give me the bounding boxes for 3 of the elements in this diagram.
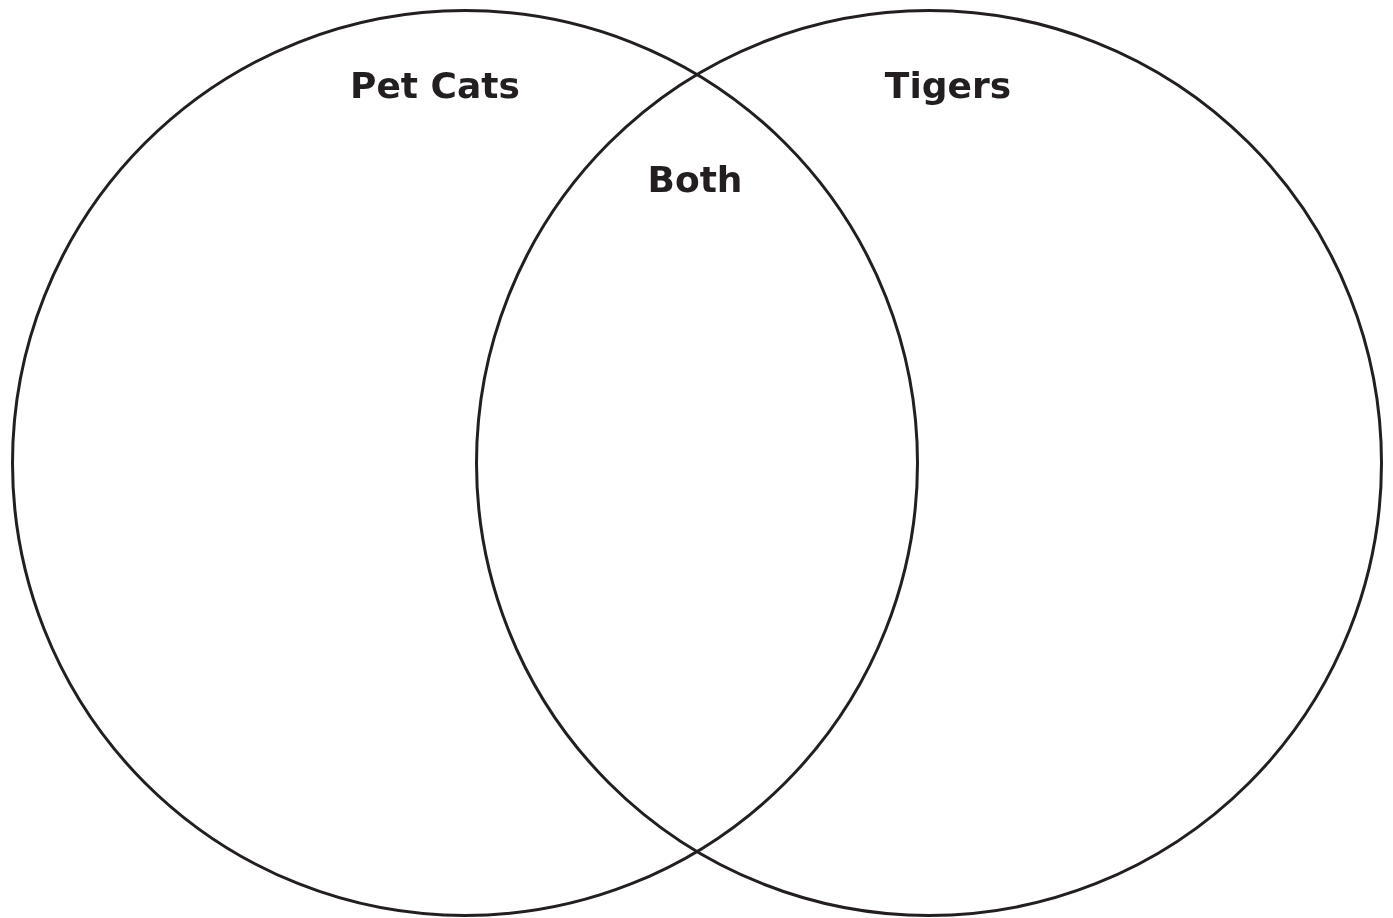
overlap-label: Both [647, 162, 743, 198]
set-label: Tigers [884, 68, 1012, 104]
set-label: Pet Cats [350, 68, 520, 104]
